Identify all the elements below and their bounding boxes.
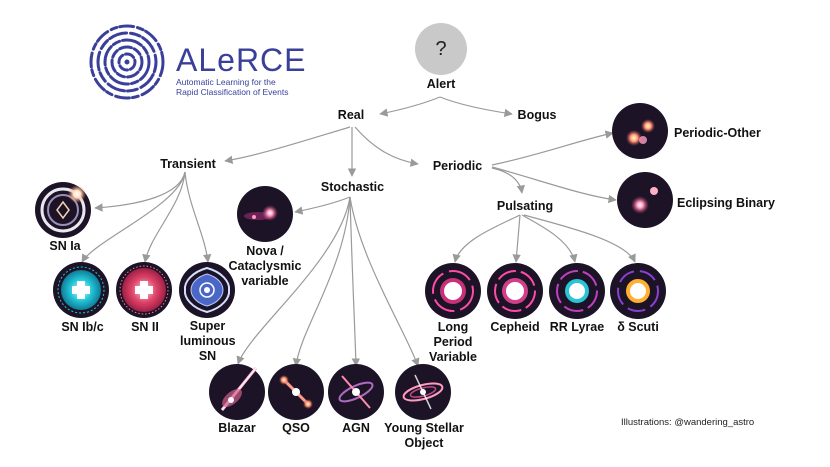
nova-label: Nova / Cataclysmic variable xyxy=(225,244,305,289)
edge-real-transient xyxy=(224,126,351,164)
illustration-credit: Illustrations: @wandering_astro xyxy=(621,417,755,428)
rr-lyrae-label: RR Lyrae xyxy=(549,320,605,334)
supernova-ia-icon xyxy=(35,182,91,238)
logo-subtitle-line-1: Automatic Learning for the xyxy=(176,77,276,87)
edge-transient-snii xyxy=(142,171,186,263)
logo-title: ALeRCE xyxy=(176,42,307,78)
edge-stochastic-nova xyxy=(294,196,351,215)
edge-pulsating-cepheid xyxy=(512,214,521,263)
nova-label-line-3: variable xyxy=(241,274,289,288)
alert-label: Alert xyxy=(426,77,456,91)
yso-label: Young Stellar Object xyxy=(383,421,465,451)
slsn-label-line-1: Super xyxy=(189,319,226,333)
delta-scuti-label: δ Scuti xyxy=(617,320,659,334)
lpv-label-line-1: Long xyxy=(437,320,469,334)
slsn-label-line-2: luminous xyxy=(180,334,236,348)
rr-lyrae-icon xyxy=(549,263,605,319)
lpv-label-line-3: Variable xyxy=(429,350,477,364)
long-period-variable-icon xyxy=(425,263,481,319)
edge-stochastic-blazar xyxy=(236,196,351,365)
logo-subtitle: Automatic Learning for the Rapid Classif… xyxy=(176,77,288,97)
alert-node xyxy=(415,23,467,75)
superluminous-supernova-icon xyxy=(179,262,235,318)
sn-ii-label: SN II xyxy=(131,320,159,334)
supernova-ibc-icon xyxy=(53,262,109,318)
edge-transient-slsn xyxy=(184,171,212,263)
edge-periodic-pulsating xyxy=(491,167,525,194)
edge-pulsating-lpv xyxy=(452,214,521,263)
cepheid-label: Cepheid xyxy=(490,320,540,334)
edge-stochastic-qso xyxy=(292,196,351,367)
delta-scuti-icon xyxy=(610,263,666,319)
edge-stochastic-agn xyxy=(349,196,360,367)
edge-real-periodic xyxy=(354,126,419,167)
slsn-label: Super luminous SN xyxy=(180,319,236,364)
edge-pulsating-dscuti xyxy=(523,214,636,263)
lpv-label: Long Period Variable xyxy=(423,320,483,365)
nova-label-line-1: Nova / xyxy=(246,244,284,258)
stochastic-label: Stochastic xyxy=(320,180,385,194)
edge-alert-bogus xyxy=(439,96,513,118)
logo-subtitle-line-2: Rapid Classification of Events xyxy=(176,87,289,97)
eclipsing-binary-icon xyxy=(617,172,673,228)
eclipsing-binary-label: Eclipsing Binary xyxy=(677,196,775,210)
yso-label-line-1: Young Stellar xyxy=(384,421,464,435)
slsn-label-line-3: SN xyxy=(198,349,217,363)
alerce-logo-icon xyxy=(89,24,165,100)
alert-symbol: ? xyxy=(435,38,447,60)
qso-icon xyxy=(268,364,324,420)
edge-transient-snibc xyxy=(81,171,186,263)
nova-label-line-2: Cataclysmic xyxy=(228,259,302,273)
young-stellar-object-icon xyxy=(395,364,451,420)
sn-ia-label: SN Ia xyxy=(49,239,81,253)
real-label: Real xyxy=(337,108,365,122)
blazar-label: Blazar xyxy=(218,421,256,435)
periodic-label: Periodic xyxy=(432,159,483,173)
nova-icon xyxy=(237,186,293,242)
edge-periodic-other xyxy=(491,130,614,166)
alert-circle xyxy=(415,23,467,75)
edge-pulsating-rrlyrae xyxy=(521,214,578,263)
pulsating-label: Pulsating xyxy=(496,199,554,213)
sn-ibc-label: SN Ib/c xyxy=(61,320,104,334)
edge-transient-snia xyxy=(94,171,186,212)
qso-label: QSO xyxy=(282,421,310,435)
cepheid-icon xyxy=(487,263,543,319)
edge-alert-real xyxy=(379,96,441,117)
periodic-other-icon xyxy=(612,103,668,159)
transient-label: Transient xyxy=(160,157,216,171)
edge-stochastic-yso xyxy=(349,196,420,367)
supernova-ii-icon xyxy=(116,262,172,318)
agn-label: AGN xyxy=(342,421,370,435)
connectors xyxy=(81,96,636,367)
agn-icon xyxy=(328,364,384,420)
lpv-label-line-2: Period xyxy=(433,335,473,349)
periodic-other-label: Periodic-Other xyxy=(674,126,761,140)
bogus-label: Bogus xyxy=(517,108,557,122)
yso-label-line-2: Object xyxy=(404,436,444,450)
edge-periodic-eb xyxy=(491,166,617,204)
blazar-icon xyxy=(209,364,265,420)
